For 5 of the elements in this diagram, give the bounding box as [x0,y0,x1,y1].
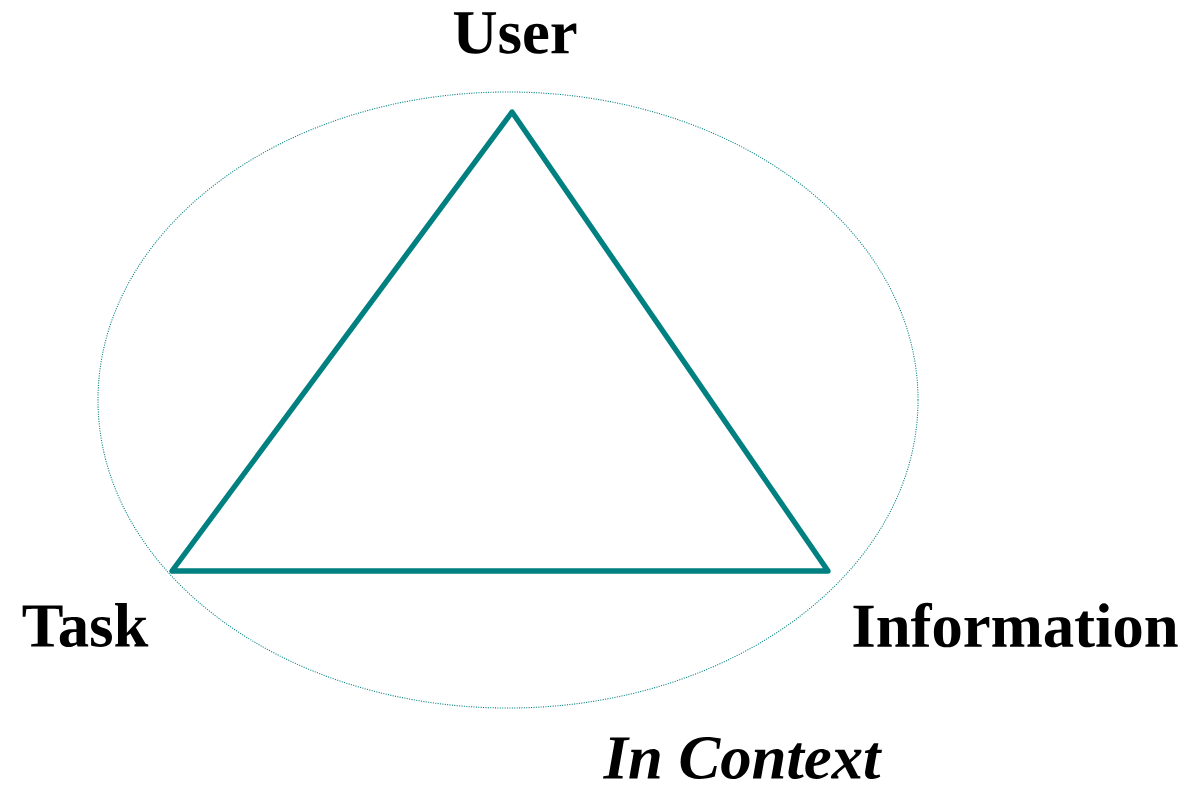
vertex-label: User [453,12,577,54]
triangle [169,109,831,574]
vertex-label: Information [853,602,1178,648]
vertex-label: Task [22,602,149,648]
context-label: In Context [602,736,882,780]
